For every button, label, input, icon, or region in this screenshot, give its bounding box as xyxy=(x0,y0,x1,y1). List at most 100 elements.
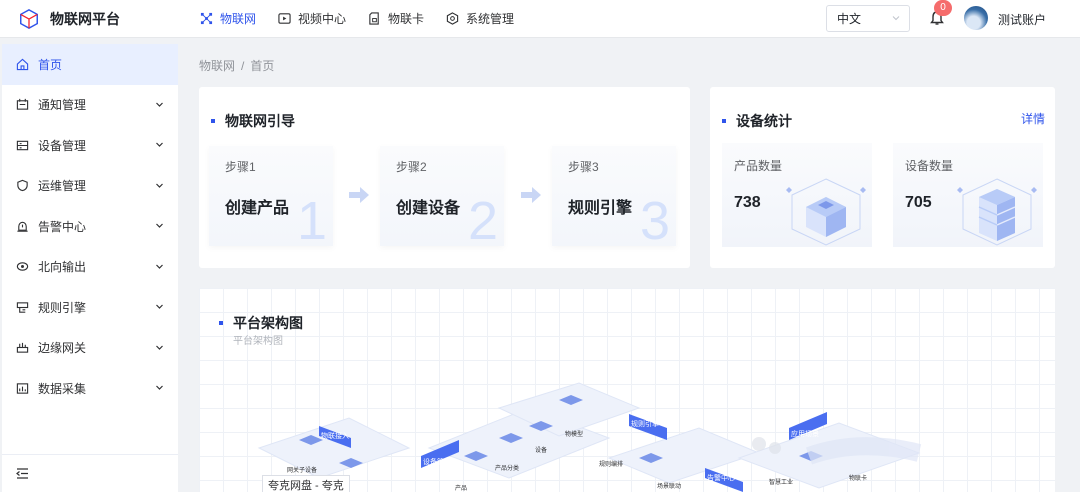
arrow-right-icon xyxy=(521,187,541,203)
arch-text: 物模型 xyxy=(565,430,583,438)
language-value: 中文 xyxy=(837,12,862,26)
architecture-diagram: 物联接入 设备管理 规则引擎 告警中心 应用场景 网关子设备 产品分类 物模型 … xyxy=(257,382,922,492)
chevron-down-icon xyxy=(156,385,163,390)
breadcrumb-separator: / xyxy=(241,59,245,73)
architecture-title-text: 平台架构图 xyxy=(233,315,303,331)
stat-product-count: 产品数量 738 xyxy=(722,143,872,247)
stat-device-count: 设备数量 705 xyxy=(893,143,1043,247)
stat-value: 738 xyxy=(734,194,761,211)
video-icon xyxy=(278,13,291,24)
topnav-video-label: 视频中心 xyxy=(298,12,347,26)
stats-title-text: 设备统计 xyxy=(736,113,792,129)
sidebar-item-label: 北向输出 xyxy=(38,260,87,275)
server-stack-icon xyxy=(957,178,1037,246)
guide-title: 物联网引导 xyxy=(211,111,295,131)
sidebar-item-label: 设备管理 xyxy=(38,138,87,153)
topnav-sim-card-label: 物联卡 xyxy=(388,12,425,26)
arch-text: 设备 xyxy=(535,446,547,454)
stats-detail-link[interactable]: 详情 xyxy=(1021,112,1046,126)
breadcrumb-item: 首页 xyxy=(250,59,275,73)
architecture-title: 平台架构图 xyxy=(219,313,303,333)
home-icon xyxy=(16,58,29,70)
sidebar-item-device[interactable]: 设备管理 xyxy=(2,125,178,166)
arrow-right-icon xyxy=(349,187,369,203)
title-marker xyxy=(219,321,223,325)
logo[interactable]: 物联网平台 xyxy=(0,0,178,38)
notification-badge: 0 xyxy=(934,0,952,16)
breadcrumb-item[interactable]: 物联网 xyxy=(199,59,236,73)
sidebar-item-notification[interactable]: 通知管理 xyxy=(2,85,178,126)
arch-text: 产品 xyxy=(455,484,467,492)
app-title: 物联网平台 xyxy=(50,10,120,27)
stat-label: 产品数量 xyxy=(734,159,783,173)
arch-text: 规则编排 xyxy=(599,460,623,468)
top-bar: 物联网平台 物联网 视频中心 物联卡 系统管理 xyxy=(0,0,1080,38)
architecture-card: 物联接入 设备管理 规则引擎 告警中心 应用场景 网关子设备 产品分类 物模型 … xyxy=(199,288,1055,492)
topnav-video[interactable]: 视频中心 xyxy=(278,0,346,38)
top-nav: 物联网 视频中心 物联卡 系统管理 xyxy=(200,0,536,38)
title-marker xyxy=(722,119,726,123)
step-name: 创建设备 xyxy=(396,200,461,217)
stat-value: 705 xyxy=(905,194,932,211)
chevron-down-icon xyxy=(156,183,163,188)
language-select[interactable]: 中文 xyxy=(826,5,910,32)
notification-icon xyxy=(16,99,29,110)
alarm-icon xyxy=(17,221,28,232)
chevron-down-icon xyxy=(156,264,163,269)
sidebar-item-label: 数据采集 xyxy=(38,381,87,396)
chevron-down-icon xyxy=(156,223,163,228)
arch-label-access xyxy=(319,426,351,448)
rule-icon xyxy=(16,302,29,313)
topnav-sim-card[interactable]: 物联卡 xyxy=(368,0,424,38)
settings-cube-icon xyxy=(446,12,459,25)
arch-text: 物联卡 xyxy=(849,474,867,482)
avatar[interactable] xyxy=(964,6,988,30)
topnav-system[interactable]: 系统管理 xyxy=(446,0,514,38)
arch-text: 网关子设备 xyxy=(287,466,317,474)
watermark-overlay: 夸克网盘 - 夸克 xyxy=(262,475,350,492)
data-collect-icon xyxy=(16,383,29,394)
step-number: 3 xyxy=(639,191,670,251)
architecture-subtitle: 平台架构图 xyxy=(233,336,283,347)
sidebar-item-ops[interactable]: 运维管理 xyxy=(2,166,178,207)
cube-logo-icon xyxy=(20,8,38,29)
sidebar-item-data-collect[interactable]: 数据采集 xyxy=(2,368,178,409)
grid-icon xyxy=(200,12,213,25)
arch-text: 产品分类 xyxy=(495,464,519,472)
sidebar-item-rule-engine[interactable]: 规则引擎 xyxy=(2,287,178,328)
gateway-icon xyxy=(16,343,29,353)
sidebar-item-edge-gateway[interactable]: 边缘网关 xyxy=(2,328,178,369)
sidebar-item-label: 通知管理 xyxy=(38,98,87,113)
sidebar-item-label: 运维管理 xyxy=(38,179,87,194)
step-name: 规则引擎 xyxy=(568,200,633,217)
step-card[interactable]: 步骤3 规则引擎 3 xyxy=(552,146,676,251)
chevron-down-icon xyxy=(156,102,163,107)
step-card[interactable]: 步骤1 创建产品 1 xyxy=(209,146,333,251)
sidebar-item-label: 规则引擎 xyxy=(38,300,87,315)
menu-fold-icon xyxy=(16,468,28,479)
topnav-iot-label: 物联网 xyxy=(220,12,257,26)
stat-label: 设备数量 xyxy=(905,159,954,173)
sidebar-item-home[interactable]: 首页 xyxy=(2,44,178,85)
sidebar: 首页 通知管理 设备管理 运维管理 告警中心 北向输出 规则引擎 边缘网关 数据… xyxy=(2,44,178,492)
step-card[interactable]: 步骤2 创建设备 2 xyxy=(380,146,504,248)
chevron-down-icon xyxy=(156,304,163,309)
sidebar-item-alarm[interactable]: 告警中心 xyxy=(2,206,178,247)
output-icon xyxy=(16,262,29,272)
topnav-iot[interactable]: 物联网 xyxy=(200,0,256,38)
sidebar-collapse-button[interactable] xyxy=(2,454,178,492)
step-name: 创建产品 xyxy=(225,200,290,217)
step-label: 步骤3 xyxy=(568,160,599,174)
username[interactable]: 测试账户 xyxy=(998,13,1047,27)
sidebar-item-label: 告警中心 xyxy=(38,219,87,234)
step-number: 1 xyxy=(296,191,327,251)
topnav-system-label: 系统管理 xyxy=(466,12,515,26)
product-cube-icon xyxy=(786,178,866,246)
title-marker xyxy=(211,119,215,123)
sidebar-item-label: 边缘网关 xyxy=(38,341,87,356)
sidebar-item-north-output[interactable]: 北向输出 xyxy=(2,247,178,288)
guide-title-text: 物联网引导 xyxy=(225,113,295,129)
chevron-down-icon xyxy=(156,142,163,147)
chevron-down-icon xyxy=(156,345,163,350)
arch-text: 物联接入 xyxy=(321,431,349,440)
